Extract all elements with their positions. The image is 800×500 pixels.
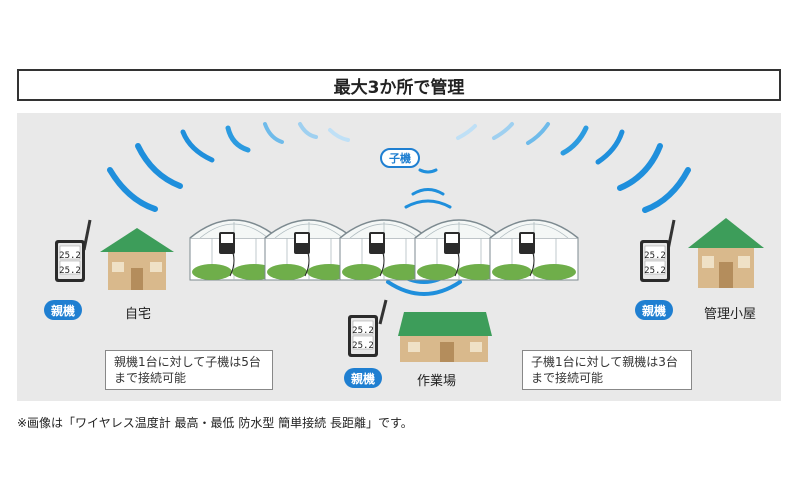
parent-badge-left: 親機 — [44, 300, 83, 320]
svg-text:25.2: 25.2 — [352, 341, 374, 351]
workplace-house-icon — [398, 312, 492, 362]
home-label: 自宅 — [125, 307, 152, 322]
note-right: 子機1台に対して親機は3台 まで接続可能 — [522, 350, 692, 390]
parent-device-left-icon: 25.2 25.2 — [54, 219, 92, 283]
note-left-line1: 親機1台に対して子機は5台 — [114, 355, 261, 369]
svg-text:25.2: 25.2 — [59, 266, 81, 276]
parent-badge-right: 親機 — [635, 300, 674, 320]
svg-text:25.2: 25.2 — [352, 326, 374, 336]
signal-arcs-top — [107, 122, 691, 213]
footnote: ※画像は「ワイヤレス温度計 最高・最低 防水型 簡単接続 長距離」です。 — [17, 416, 413, 430]
note-right-line1: 子機1台に対して親機は3台 — [531, 355, 678, 369]
note-right-line2: まで接続可能 — [531, 371, 604, 385]
note-left: 親機1台に対して子機は5台 まで接続可能 — [105, 350, 273, 390]
parent-badge-center: 親機 — [344, 368, 383, 388]
child-badge: 子機 — [380, 148, 420, 168]
svg-text:25.2: 25.2 — [644, 251, 666, 261]
hut-house-icon — [688, 218, 764, 288]
parent-device-right-icon: 25.2 25.2 — [639, 219, 676, 283]
home-house-icon — [100, 228, 174, 290]
hut-label: 管理小屋 — [704, 307, 757, 322]
note-left-line2: まで接続可能 — [114, 371, 187, 385]
svg-text:25.2: 25.2 — [644, 266, 666, 276]
child-sensor-icon — [219, 232, 535, 254]
parent-device-center-icon: 25.2 25.2 — [347, 299, 388, 358]
svg-text:25.2: 25.2 — [59, 251, 81, 261]
workplace-label: 作業場 — [417, 374, 457, 389]
page-title: 最大3か所で管理 — [17, 69, 781, 101]
